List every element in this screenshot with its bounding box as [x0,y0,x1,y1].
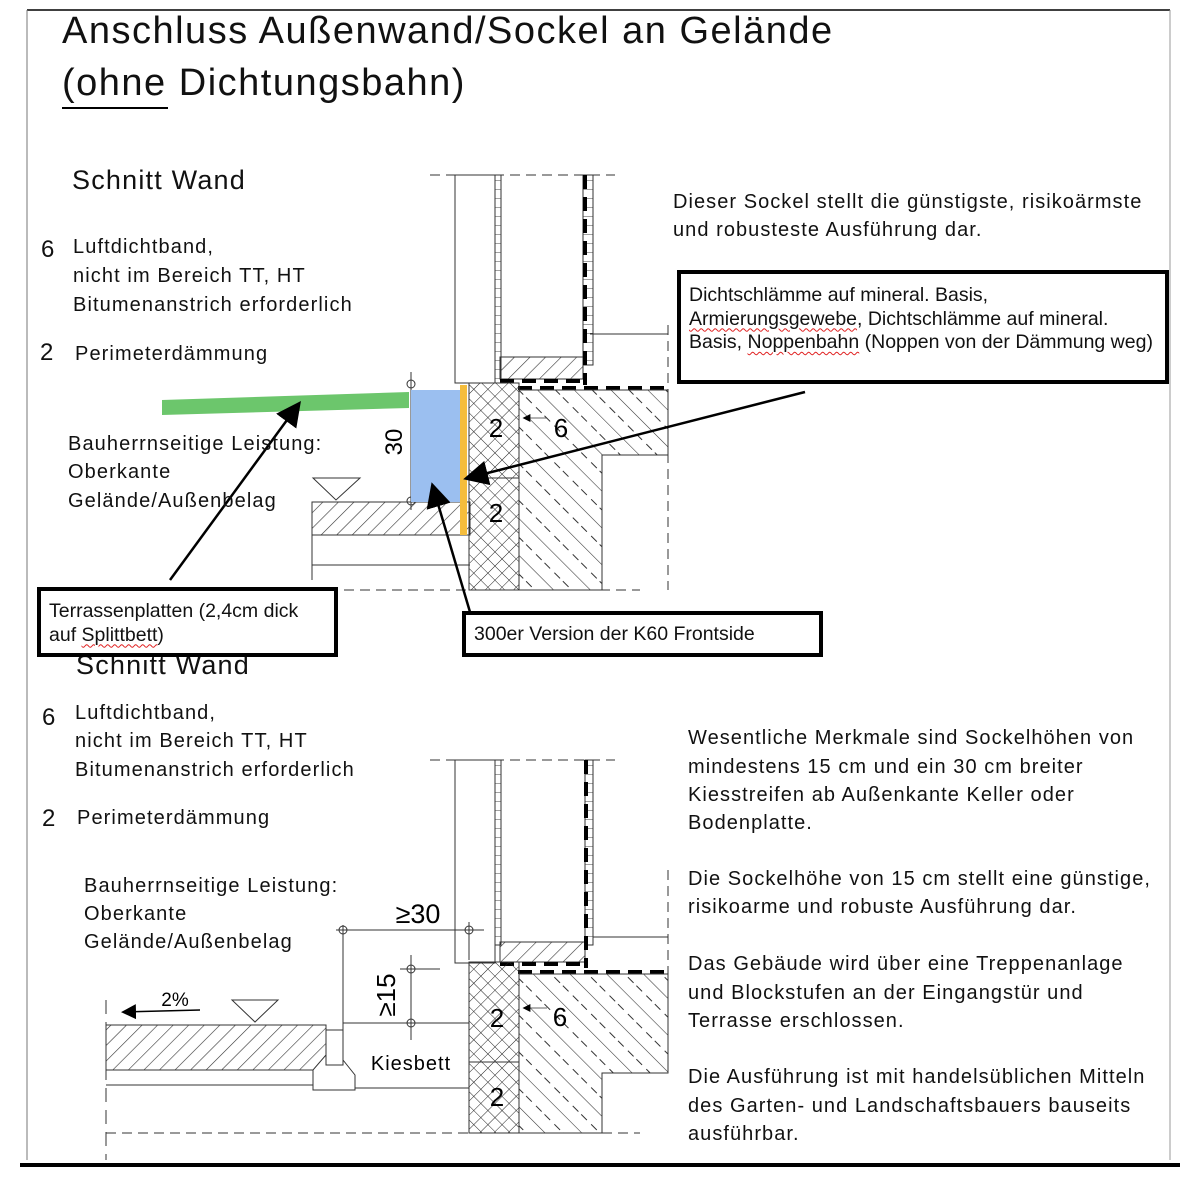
bottom-owner-line: Bauherrnseitige Leistung: [84,875,339,897]
callout-text: , Dichtschlämme auf mineral. Basis, [689,307,1109,354]
callout-text: (Noppen von der Dämmung weg) [859,331,1153,353]
top-legend-num-2: 2 [40,339,54,366]
bottom-legend-num-6: 6 [42,704,56,731]
bottom-note-line: Die Sockelhöhe von 15 cm stellt eine gün… [688,868,1151,890]
ground-hatch [105,1024,327,1071]
label-insulation-2b: 2 [490,1082,504,1112]
top-owner-line: Oberkante [68,461,172,483]
callout-arrows [168,390,806,613]
bottom-owner-line: Oberkante [84,903,188,925]
bottom-section-drawing [105,759,672,1160]
bottom-legend-line: Bitumenanstrich erforderlich [75,759,355,781]
callout-text: Terrassenplatten (2,4cm dick auf [49,600,299,646]
bottom-note-line: ausführbar. [688,1123,800,1145]
label-gravel-bed: Kiesbett [371,1053,451,1075]
callout-sealing: Dichtschlämme auf mineral. Basis, Armier… [677,270,1169,384]
dim-width-30: ≥30 [396,899,441,929]
dim-height-15: ≥15 [371,973,401,1016]
concrete-slab [518,389,669,591]
callout-k60: 300er Version der K60 Frontside [462,611,823,657]
sealing-coating-strip [460,385,467,535]
concrete-slab [518,973,669,1134]
level-triangle-icon [230,999,280,1023]
bottom-legend-line: Luftdichtband, [75,702,217,724]
top-legend-line: Perimeterdämmung [75,343,269,365]
top-owner-line: Bauherrnseitige Leistung: [68,433,323,455]
callout-text: 300er Version der K60 Frontside [474,623,755,645]
bottom-note-line: Das Gebäude wird über eine Treppenanlage [688,953,1124,975]
label-insulation-2b: 2 [489,498,503,528]
bottom-note-line: risikoarme und robuste Ausführung dar. [688,896,1077,918]
bottom-note-line: Bodenplatte. [688,812,813,834]
bottom-note-line: Terrasse erschlossen. [688,1010,905,1032]
label-seal-6: 6 [553,1002,567,1032]
bottom-note-line: Wesentliche Merkmale sind Sockelhöhen vo… [688,727,1135,749]
top-owner-line: Gelände/Außenbelag [68,490,277,512]
top-note-line: und robusteste Ausführung dar. [673,219,983,241]
top-legend-line: nicht im Bereich TT, HT [73,265,306,287]
callout-terrace-tiles: Terrassenplatten (2,4cm dick auf Splittb… [37,587,338,657]
slope-arrow-icon [121,1004,201,1020]
bottom-note-line: des Garten- und Landschaftsbauers bausei… [688,1095,1132,1117]
label-seal-6: 6 [554,413,568,443]
bottom-legend-line: Perimeterdämmung [77,807,271,829]
top-section-drawing [311,174,672,591]
bottom-note-line: Kiesstreifen ab Außenkante Keller oder [688,784,1075,806]
terrace-slab-green [162,392,409,415]
page-subtitle: (ohne Dichtungsbahn) [62,62,466,104]
dim-height-30: 30 [381,429,408,456]
k60-frontside-block [411,390,460,502]
callout-text-spellcheck: Armierungsgewebe [689,307,858,330]
top-legend-line: Bitumenanstrich erforderlich [73,294,353,316]
label-slope: 2% [161,990,189,1011]
bottom-note-line: Die Ausführung ist mit handelsüblichen M… [688,1066,1146,1088]
callout-text-spellcheck: Noppenbahn [747,331,860,353]
bottom-note-line: und Blockstufen an der Eingangstür und [688,982,1084,1004]
label-insulation-2a: 2 [489,413,503,443]
bottom-legend-num-2: 2 [42,805,56,832]
bottom-note-line: mindestens 15 cm und ein 30 cm breiter [688,756,1084,778]
level-triangle-icon [311,477,362,501]
callout-text: ) [157,623,164,646]
page-title: Anschluss Außenwand/Sockel an Gelände [62,10,834,52]
top-legend-num-6: 6 [41,236,55,263]
callout-text: Dichtschlämme auf mineral. Basis, [689,284,989,306]
bottom-legend-line: nicht im Bereich TT, HT [75,730,308,752]
page-frame [20,9,1180,1167]
top-legend-line: Luftdichtband, [73,236,215,258]
callout-text-spellcheck: Splittbett [81,623,158,646]
top-heading: Schnitt Wand [72,165,246,195]
top-note-line: Dieser Sockel stellt die günstigste, ris… [673,191,1143,213]
label-insulation-2a: 2 [490,1003,504,1033]
bottom-owner-line: Gelände/Außenbelag [84,931,293,953]
